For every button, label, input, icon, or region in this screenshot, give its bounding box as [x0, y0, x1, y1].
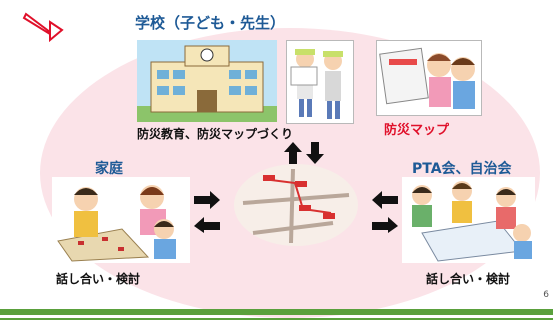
page-number: 6 [543, 290, 549, 300]
left-right-arrows-icon [194, 191, 220, 233]
pta-title: PTA会、自治会 [412, 161, 512, 177]
bousai-map-label: 防災マップ [384, 123, 450, 138]
school-caption: 防災教育、防災マップづくり [137, 127, 294, 141]
home-title: 家庭 [95, 161, 123, 177]
right-left-arrows-icon [372, 191, 398, 233]
school-illustration [137, 40, 277, 122]
home-caption: 話し合い・検討 [56, 272, 141, 286]
pta-caption: 話し合い・検討 [426, 272, 511, 286]
outline-arrow-icon [22, 12, 64, 42]
footer-green-line [0, 318, 553, 320]
up-down-arrows-icon [284, 142, 324, 164]
community-meeting-illustration [402, 177, 535, 263]
hazard-map-illustration [233, 163, 359, 248]
family-discussion-illustration [52, 177, 190, 263]
map-reading-children-illustration [376, 40, 482, 116]
school-title: 学校（子ども・先生） [135, 14, 286, 32]
children-with-map-illustration [286, 40, 354, 124]
footer-green-bar [0, 309, 553, 315]
